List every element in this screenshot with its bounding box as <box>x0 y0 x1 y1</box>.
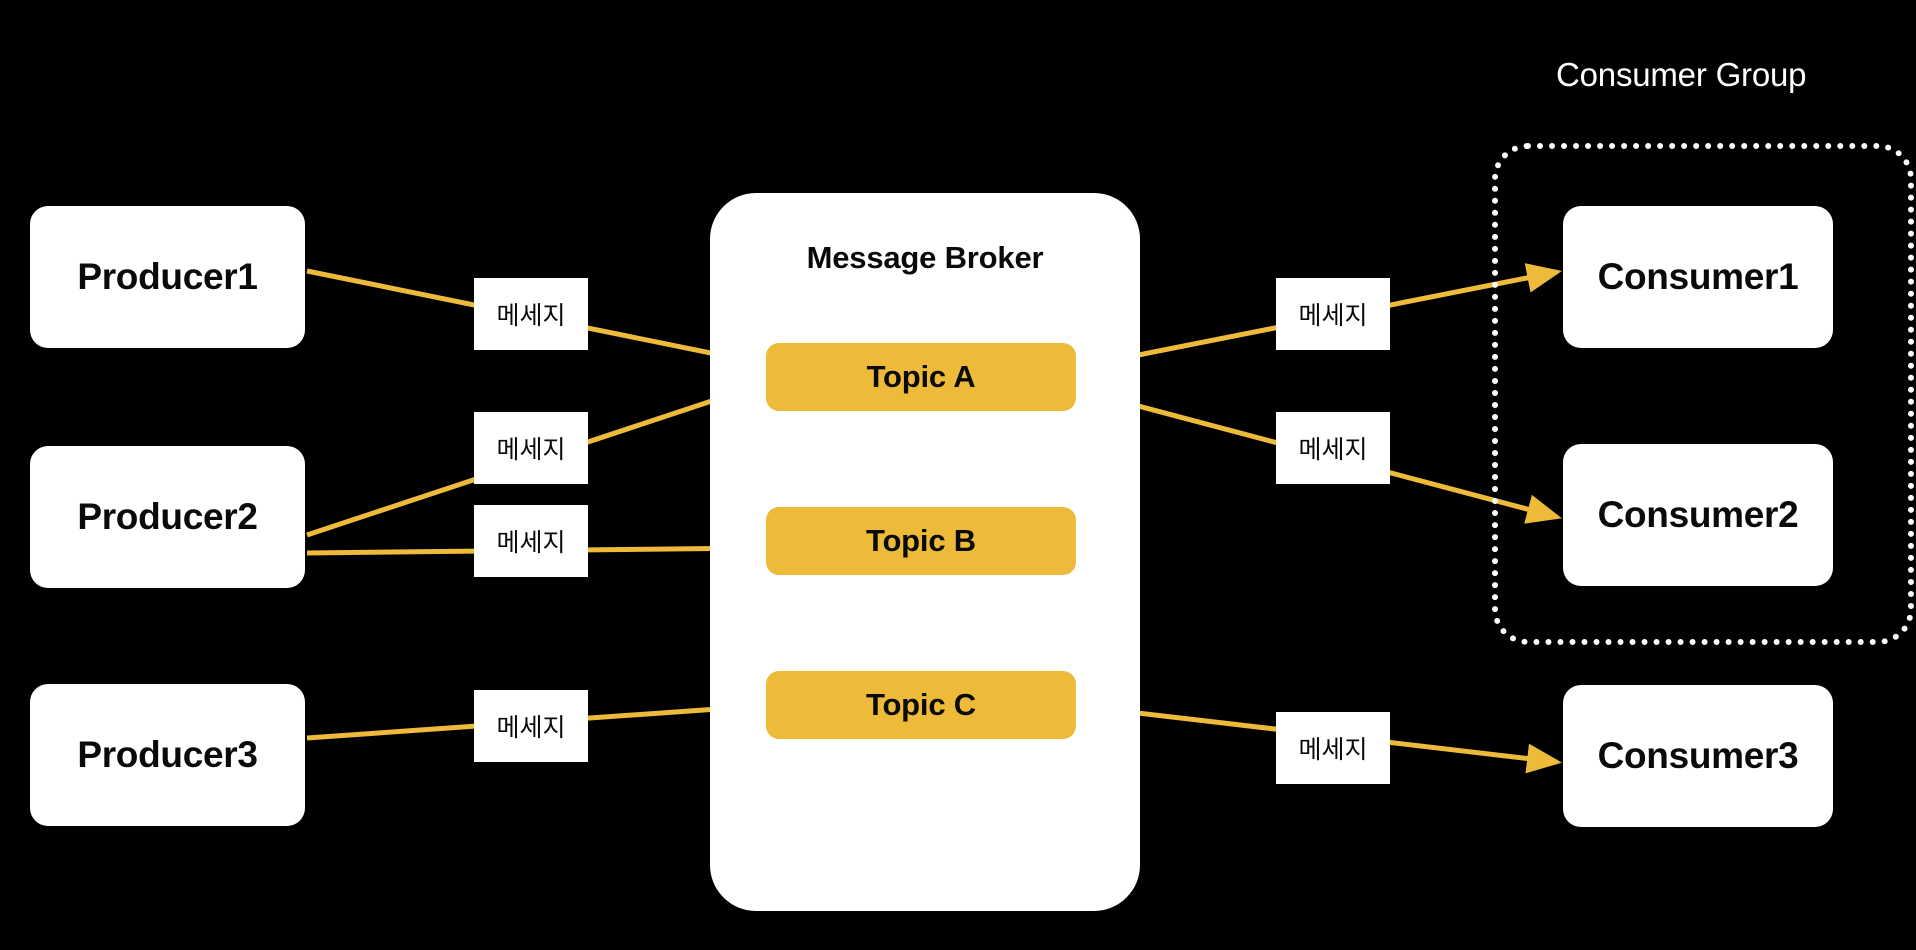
consumer-label: Consumer1 <box>1597 256 1799 297</box>
producer-label: Producer2 <box>77 496 258 537</box>
consumer-node-1[interactable]: Consumer1 <box>1563 206 1833 348</box>
producer-label: Producer3 <box>77 734 258 775</box>
message-label-text: 메세지 <box>496 528 566 557</box>
consumer-label: Consumer3 <box>1597 735 1799 776</box>
message-label-text: 메세지 <box>496 435 566 464</box>
topic-box-a[interactable]: Topic A <box>766 343 1076 411</box>
message-label-4: 메세지 <box>474 690 588 762</box>
message-label-text: 메세지 <box>496 713 566 742</box>
producer-label: Producer1 <box>77 256 258 297</box>
consumer-group-boundary <box>1492 143 1914 645</box>
producer-node-1[interactable]: Producer1 <box>30 206 305 348</box>
topic-label: Topic B <box>866 523 976 558</box>
consumer-group-title: Consumer Group <box>1556 56 1807 93</box>
message-label-1: 메세지 <box>474 278 588 350</box>
topic-label: Topic A <box>866 359 976 394</box>
message-label-6: 메세지 <box>1276 412 1390 484</box>
message-broker-title: Message Broker <box>806 240 1044 275</box>
message-label-text: 메세지 <box>1298 301 1368 330</box>
consumer-label: Consumer2 <box>1597 494 1799 535</box>
message-label-7: 메세지 <box>1276 712 1390 784</box>
consumer-node-2[interactable]: Consumer2 <box>1563 444 1833 586</box>
message-label-2: 메세지 <box>474 412 588 484</box>
producer-node-2[interactable]: Producer2 <box>30 446 305 588</box>
topic-box-c[interactable]: Topic C <box>766 671 1076 739</box>
message-label-5: 메세지 <box>1276 278 1390 350</box>
consumer-node-3[interactable]: Consumer3 <box>1563 685 1833 827</box>
message-label-text: 메세지 <box>1298 435 1368 464</box>
message-label-text: 메세지 <box>496 301 566 330</box>
producer-node-3[interactable]: Producer3 <box>30 684 305 826</box>
message-label-3: 메세지 <box>474 505 588 577</box>
topic-label: Topic C <box>866 687 976 722</box>
message-label-text: 메세지 <box>1298 735 1368 764</box>
topic-box-b[interactable]: Topic B <box>766 507 1076 575</box>
